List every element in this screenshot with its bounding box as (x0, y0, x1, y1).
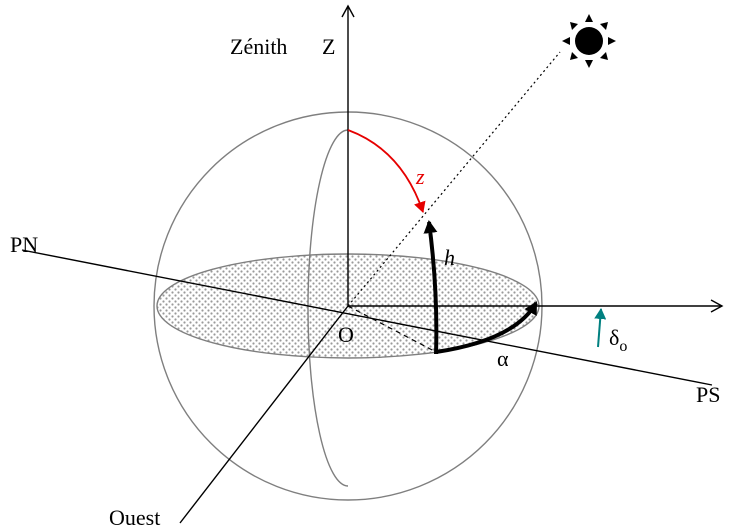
pn-label: PN (10, 232, 38, 257)
ps-label: PS (696, 382, 720, 407)
h-angle-label: h (444, 245, 455, 270)
z-axis-label: Z (322, 34, 335, 59)
delta-label: δo (609, 325, 627, 355)
polar-axis (21, 249, 713, 386)
sun-icon (562, 14, 616, 68)
altitude-arc (423, 220, 439, 355)
azimuth-arc (435, 301, 538, 354)
zenith-label: Zénith (230, 34, 287, 59)
zenith-angle-arc (347, 129, 426, 213)
delta-symbol: δ (609, 325, 619, 350)
origin-label: O (338, 322, 354, 347)
west-axis (179, 305, 349, 524)
alpha-label: α (497, 346, 509, 371)
ouest-label: Ouest (109, 505, 160, 529)
declination-arrow (594, 308, 607, 348)
sun-direction-line (347, 51, 561, 307)
z-angle-label: z (415, 164, 425, 189)
delta-subscript: o (619, 338, 627, 355)
projection-line (347, 305, 437, 353)
meridian-arc (307, 129, 349, 487)
